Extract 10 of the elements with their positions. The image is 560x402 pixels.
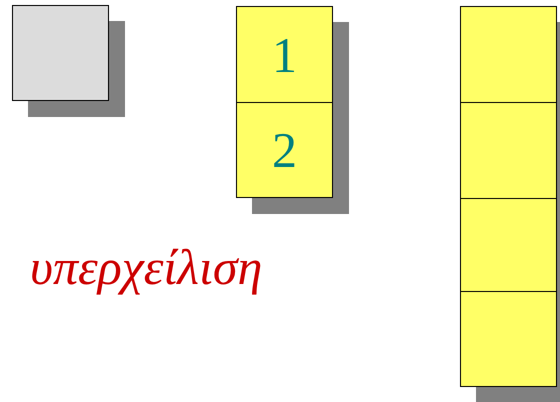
- numbered-box: [236, 6, 333, 103]
- empty-box: [460, 102, 557, 199]
- empty-box: [460, 198, 557, 294]
- box-number: 2: [272, 125, 297, 175]
- overflow-label: υπερχείλιση: [30, 238, 262, 296]
- empty-box: [460, 6, 557, 103]
- plain-box: [12, 5, 109, 101]
- box-number: 1: [272, 30, 297, 80]
- numbered-box: [236, 102, 333, 198]
- empty-box: [460, 291, 557, 387]
